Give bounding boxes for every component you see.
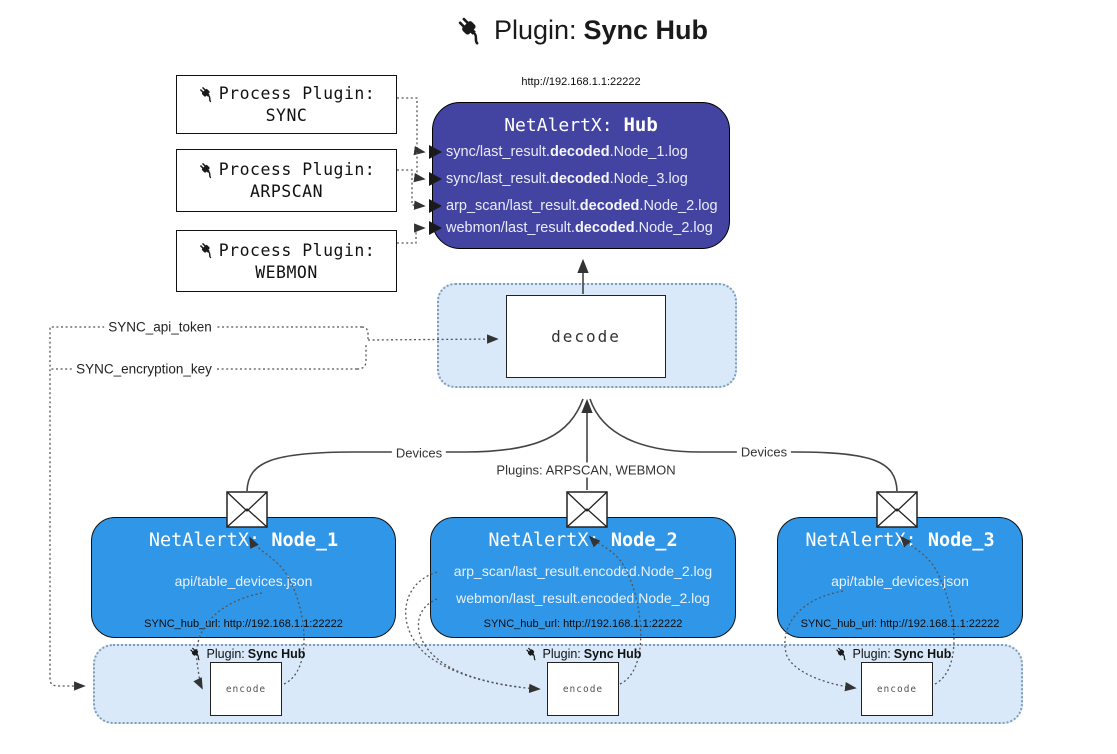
plug-icon (836, 647, 846, 661)
log-bold: decoded (549, 171, 610, 187)
decode-label: decode (551, 327, 621, 346)
hub-url: http://192.168.1.1:22222 (521, 76, 641, 88)
devices-label-left: Devices (391, 445, 447, 461)
encode-box: encode (861, 662, 933, 716)
sync-api-token-label: SYNC_api_token (104, 319, 216, 335)
hub-log-line: arp_scan/last_result.decoded.Node_2.log (433, 195, 729, 217)
node-2-box: NetAlertX: Node_2 arp_scan/last_result.e… (430, 517, 736, 638)
plugin-label-name: Sync Hub (893, 646, 952, 661)
sync-hub-plugin-label: Plugin: Sync Hub (835, 646, 952, 661)
encode-box: encode (547, 662, 619, 716)
node-title: NetAlertX: Node_2 (431, 530, 735, 551)
process-plugin-label: Process Plugin: (218, 160, 376, 179)
hub-box: NetAlertX: Hub sync/last_result.decoded.… (432, 102, 730, 249)
node-file-line: api/table_devices.json (831, 573, 969, 589)
node-title-name: Node_2 (610, 530, 678, 551)
plugin-label-name: Sync Hub (583, 646, 642, 661)
sync-encryption-key-label: SYNC_encryption_key (72, 361, 216, 377)
arpscan-plugin-link (397, 169, 426, 210)
hub-log-line: sync/last_result.decoded.Node_3.log (433, 168, 729, 190)
node-file-line: api/table_devices.json (174, 573, 313, 589)
node-file-line: arp_scan/last_result.encoded.Node_2.log (453, 563, 713, 579)
log-post: .Node_2.log (634, 220, 713, 236)
process-plugin-name: ARPSCAN (249, 182, 324, 201)
node-title-prefix: NetAlertX: (488, 530, 600, 551)
plugin-label-prefix: Plugin: (852, 646, 891, 661)
log-post: .Node_2.log (639, 198, 718, 214)
webmon-plugin-link (397, 223, 426, 244)
plug-icon (199, 86, 211, 102)
node-hub-url: SYNC_hub_url: http://192.168.1.1:22222 (800, 618, 1000, 630)
encode-label: encode (562, 683, 604, 695)
process-plugin-sync-box: Process Plugin: SYNC (176, 75, 397, 134)
log-bold: decoded (579, 198, 640, 214)
hub-log-line: sync/last_result.decoded.Node_1.log (433, 141, 729, 163)
node-title-name: Node_1 (271, 530, 339, 551)
plugin-label-prefix: Plugin: (542, 646, 581, 661)
node-title: NetAlertX: Node_1 (92, 530, 395, 551)
plugin-label-name: Sync Hub (247, 646, 306, 661)
process-plugin-sync-label-row: Process Plugin: (198, 84, 376, 103)
hub-log-line: webmon/last_result.decoded.Node_2.log (433, 217, 729, 239)
node-title-prefix: NetAlertX: (148, 530, 261, 551)
node-title-prefix: NetAlertX: (805, 530, 917, 551)
node-hub-url: SYNC_hub_url: http://192.168.1.1:22222 (483, 618, 683, 630)
log-pre: webmon/last_result. (446, 220, 575, 236)
encode-box: encode (210, 662, 282, 716)
plug-icon (199, 162, 211, 178)
encode-label: encode (225, 683, 267, 695)
log-bold: decoded (574, 220, 635, 236)
process-plugin-name: WEBMON (255, 262, 318, 282)
node-hub-url: SYNC_hub_url: http://192.168.1.1:22222 (144, 618, 343, 630)
plug-icon (190, 647, 200, 661)
plugins-label: Plugins: ARPSCAN, WEBMON (492, 462, 680, 478)
sync-plugin-link (397, 97, 426, 183)
process-plugin-webmon-box: Process Plugin: WEBMON (176, 230, 397, 292)
sync-hub-plugin-label: Plugin: Sync Hub (525, 646, 642, 661)
log-bold: decoded (549, 144, 610, 160)
node-title-name: Node_3 (927, 530, 995, 551)
log-pre: sync/last_result. (446, 144, 550, 160)
process-plugin-name: SYNC (265, 106, 308, 125)
process-plugin-label: Process Plugin: (218, 240, 376, 260)
hub-title: NetAlertX: Hub (433, 113, 729, 137)
process-plugin-arpscan-box: Process Plugin: ARPSCAN (176, 149, 397, 212)
sync-hub-plugin-label: Plugin: Sync Hub (189, 646, 306, 661)
plug-icon (458, 17, 479, 45)
devices-label-right: Devices (736, 444, 792, 460)
process-plugin-label: Process Plugin: (218, 84, 376, 103)
page-title-name: Sync Hub (583, 14, 709, 45)
node-title: NetAlertX: Node_3 (778, 530, 1022, 551)
hub-title-prefix: NetAlertX: (504, 115, 613, 136)
encode-label: encode (876, 683, 918, 695)
process-plugin-arpscan-label-row: Process Plugin: (198, 160, 376, 179)
log-pre: sync/last_result. (446, 171, 550, 187)
plug-icon (199, 243, 211, 259)
plugin-label-prefix: Plugin: (206, 646, 245, 661)
plug-icon (526, 647, 536, 661)
page-title-prefix: Plugin: (493, 14, 577, 45)
hub-title-name: Hub (623, 114, 658, 136)
page-title: Plugin: Sync Hub (0, 14, 1117, 46)
log-post: .Node_3.log (609, 171, 688, 187)
node-file-line: webmon/last_result.encoded.Node_2.log (456, 590, 710, 606)
node-1-box: NetAlertX: Node_1 api/table_devices.json… (91, 517, 396, 638)
log-pre: arp_scan/last_result. (446, 198, 580, 214)
node-3-box: NetAlertX: Node_3 api/table_devices.json… (777, 517, 1023, 638)
process-plugin-webmon-label-row: Process Plugin: (198, 241, 376, 260)
decode-box: decode (506, 295, 666, 378)
log-post: .Node_1.log (609, 144, 688, 160)
